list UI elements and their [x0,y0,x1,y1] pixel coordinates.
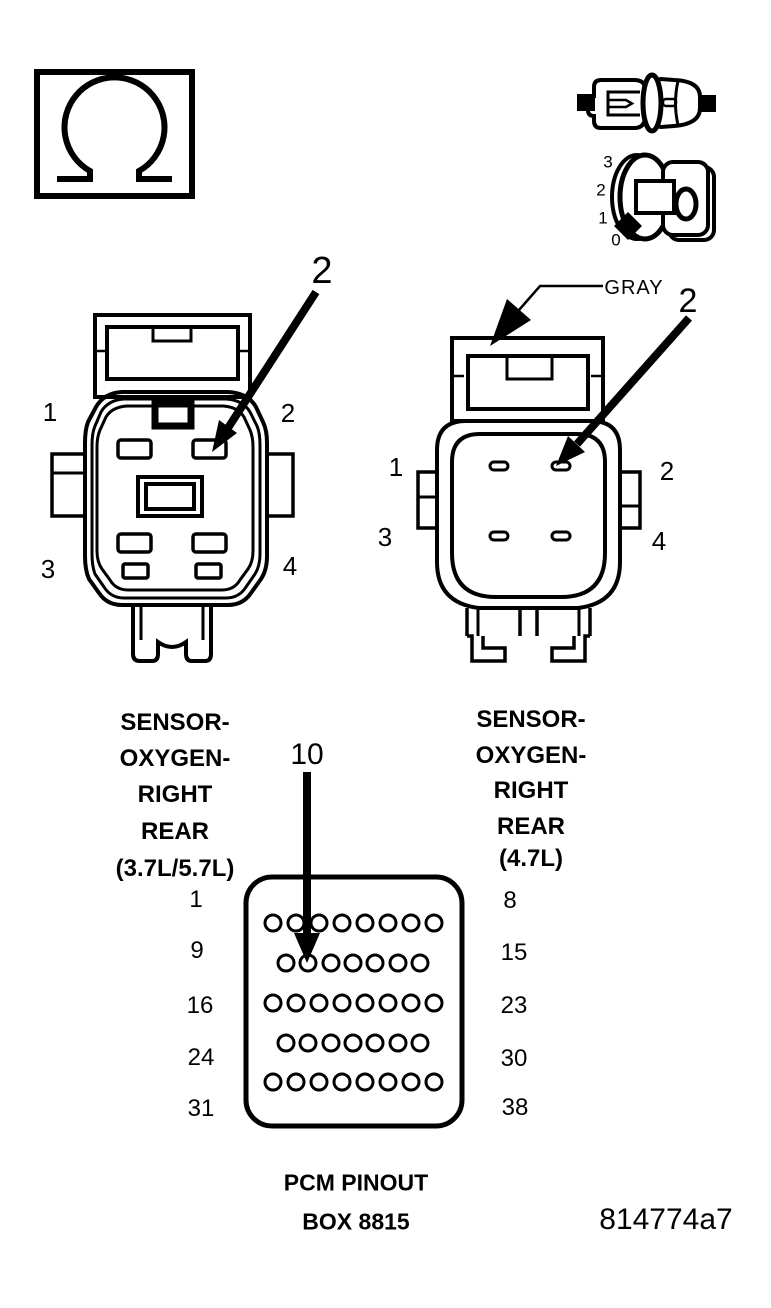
position-marker [614,212,642,240]
left-pin-2-label: 2 [280,398,296,428]
right-pin-4-label: 4 [651,526,667,556]
ignition-position-2: 2 [596,180,606,200]
pcm-row-label-31: 31 [187,1095,215,1122]
left-pin-4-label: 4 [282,551,298,581]
keyway [136,475,204,518]
right-connector-name-line: RIGHT [493,777,569,804]
figure-id: 814774a7 [599,1203,733,1236]
right-connector-callout-label: 2 [678,282,698,320]
left-pin-3-label: 3 [40,554,56,584]
pcm-row-label-1: 1 [189,886,203,913]
left-connector-callout-label: 2 [311,250,333,292]
left-connector-drawing [50,313,295,663]
pcm-pinout-drawing [243,874,465,1129]
ignition-position-0: 0 [611,230,621,250]
right-connector-name-line: OXYGEN- [475,742,587,769]
right-connector-name-line: (4.7L) [498,845,564,872]
pcm-row-label-23: 23 [500,992,528,1019]
pcm-row-label-8: 8 [503,887,517,914]
ignition-off-icon [610,152,716,242]
pin-4-slot [550,530,572,542]
pcm-callout-label: 10 [290,738,324,771]
right-connector-name-line: REAR [496,813,566,840]
left-connector-callout-arrow [212,289,320,452]
pcm-row-label-15: 15 [500,939,528,966]
ignition-position-1: 1 [598,208,608,228]
key-hole [673,186,699,222]
ohmmeter-symbol [57,74,172,182]
lock-tab [151,397,195,430]
pcm-row-label-9: 9 [190,937,204,964]
right-pin-2-label: 2 [659,456,675,486]
pin-3-slot [488,530,510,542]
right-connector-name-line: SENSOR- [476,706,586,733]
pcm-caption-line: PCM PINOUT [283,1169,429,1196]
pin-1-slot [488,460,510,472]
pcm-row-label-24: 24 [187,1044,215,1071]
left-connector-name-line: RIGHT [137,781,213,808]
right-connector-drawing [416,336,642,663]
right-connector-callout-arrow [556,315,692,466]
left-connector-name-line: SENSOR- [120,709,230,736]
left-pin-1-label: 1 [42,397,58,427]
pin-4-cavity [191,532,228,554]
ohmmeter-icon [34,69,195,199]
pcm-caption-line: BOX 8815 [302,1208,410,1235]
right-pin-3-label: 3 [377,522,393,552]
disconnect-connector-icon [577,72,716,134]
gray-callout-arrow [490,284,603,346]
pcm-row-label-38: 38 [501,1094,529,1121]
pcm-row-label-16: 16 [186,992,214,1019]
ignition-position-3: 3 [603,152,613,172]
pin-2-cavity [191,438,228,460]
pin-1-cavity [116,438,153,460]
left-connector-name-line: OXYGEN- [119,745,231,772]
right-pin-1-label: 1 [388,452,404,482]
connector-color-label: GRAY [604,277,664,299]
left-connector-name-line: REAR [140,818,210,845]
pcm-row-label-30: 30 [500,1045,528,1072]
pin-3-cavity [116,532,153,554]
left-connector-name-line: (3.7L/5.7L) [115,855,235,882]
pcm-callout-arrow [294,772,320,963]
